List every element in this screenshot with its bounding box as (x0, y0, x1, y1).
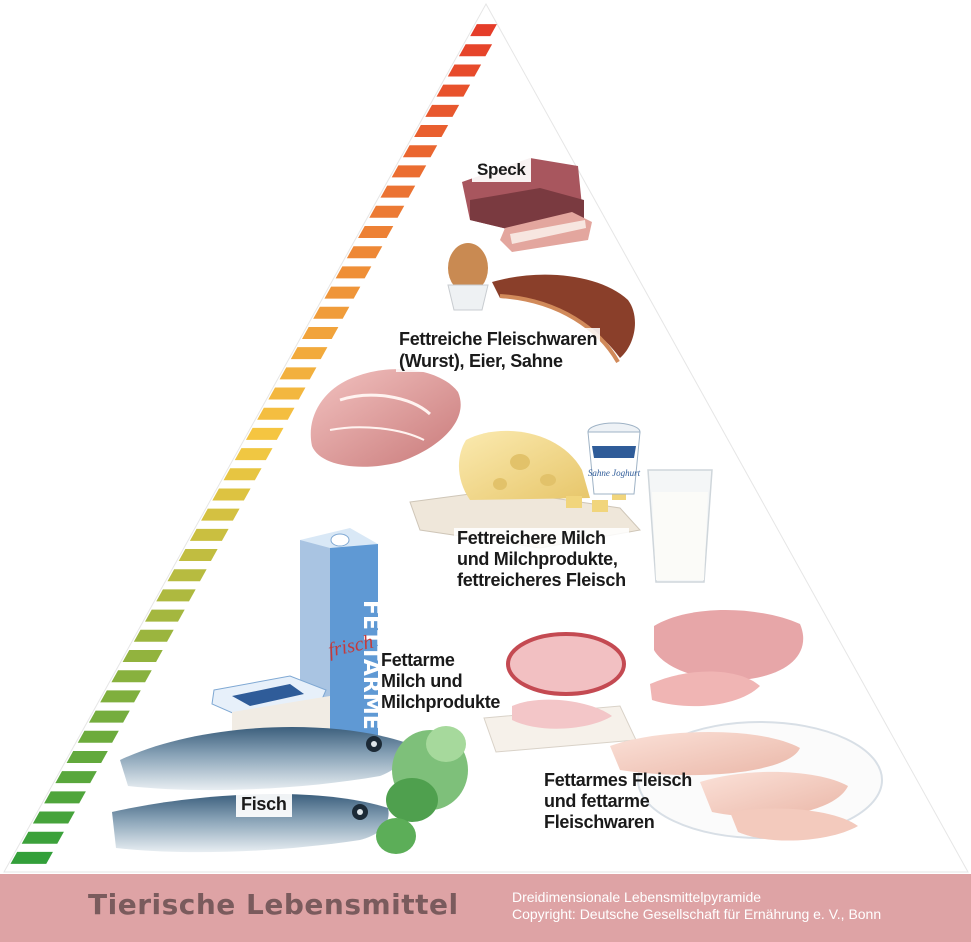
scale-stripe (78, 731, 119, 743)
label-fettarme-milch: Fettarme Milch und Milchprodukte (381, 650, 500, 713)
scale-stripe (224, 468, 262, 480)
scale-stripe (123, 650, 163, 662)
scale-stripe (145, 610, 185, 622)
label-line: fettreicheres Fleisch (457, 570, 626, 591)
label-fettreiche-fleischwaren: Fettreiche Fleischwaren (Wurst), Eier, S… (396, 328, 600, 372)
footer-note-line2: Copyright: Deutsche Gesellschaft für Ern… (512, 906, 881, 923)
label-line: Fisch (241, 793, 287, 815)
footer-copyright: Dreidimensionale Lebensmittelpyramide Co… (512, 889, 881, 923)
label-line: und fettarme (544, 791, 692, 812)
label-speck: Speck (472, 157, 531, 182)
scale-stripe (156, 589, 195, 601)
label-fettreichere-milch: Fettreichere Milch und Milchprodukte, fe… (454, 528, 629, 591)
label-speck-line: Speck (477, 159, 526, 180)
scale-stripe (67, 751, 108, 763)
milk-glass-image (648, 470, 712, 582)
scale-stripe (10, 852, 52, 864)
scale-stripe (167, 569, 206, 581)
scale-stripe (100, 690, 141, 702)
label-line: Fleischwaren (544, 812, 692, 833)
scale-stripe (22, 832, 64, 844)
scale-stripe (235, 448, 273, 460)
footer-note-line1: Dreidimensionale Lebensmittelpyramide (512, 889, 881, 906)
scale-stripe (33, 812, 75, 824)
label-line: Fettarme (381, 650, 500, 671)
label-line: und Milchprodukte, (457, 549, 626, 570)
footer-title: Tierische Lebensmittel (88, 888, 459, 921)
scale-stripe (179, 549, 218, 561)
label-line: (Wurst), Eier, Sahne (399, 350, 597, 372)
scale-stripe (89, 711, 130, 723)
scale-stripe (134, 630, 174, 642)
label-line: Fettarmes Fleisch (544, 770, 692, 791)
label-line: Milchprodukte (381, 692, 500, 713)
label-line: Fettreichere Milch (457, 528, 626, 549)
scale-stripe (212, 488, 250, 500)
scale-stripe (111, 670, 151, 682)
scale-stripe (190, 529, 229, 541)
label-fisch: Fisch (236, 791, 292, 817)
yogurt-label: Sahne Joghurt (588, 468, 641, 478)
label-fettarmes-fleisch: Fettarmes Fleisch und fettarme Fleischwa… (544, 770, 692, 833)
scale-stripe (201, 509, 239, 521)
yogurt-cup-image: Sahne Joghurt (588, 423, 641, 494)
scale-stripe (55, 771, 97, 783)
footer-band: Tierische Lebensmittel Dreidimensionale … (0, 874, 971, 942)
scale-stripe (44, 791, 86, 803)
label-line: Milch und (381, 671, 500, 692)
label-line: Fettreiche Fleischwaren (399, 328, 597, 350)
